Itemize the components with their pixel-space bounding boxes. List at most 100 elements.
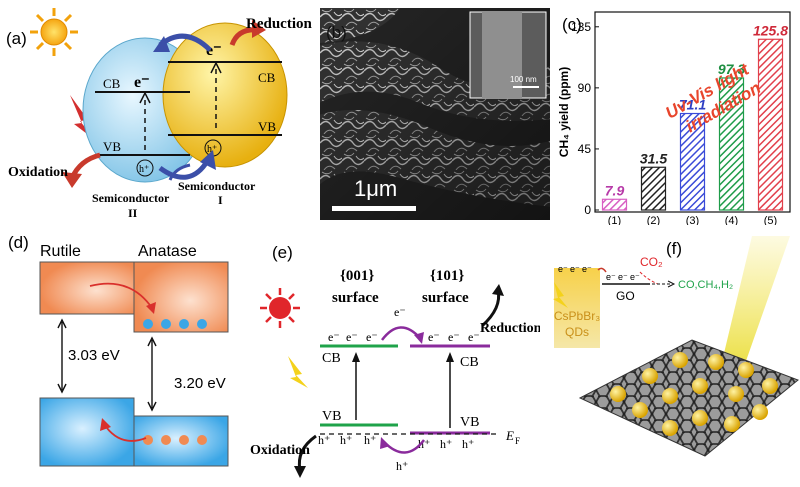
hole-2: h⁺ xyxy=(340,433,352,447)
products-label: CO,CH₄,H₂ xyxy=(678,279,733,291)
anatase-label: Anatase xyxy=(138,243,197,260)
panel-b-label: (b) xyxy=(326,23,347,42)
facet-101: {101} xyxy=(430,268,464,284)
semiconductor-ii-label: Semiconductor xyxy=(92,191,170,205)
rutile-vb xyxy=(39,397,135,467)
bar-value-label-3: 71.1 xyxy=(679,97,706,113)
facet-001: {001} xyxy=(340,268,374,284)
electron-transfer: e⁻ xyxy=(394,305,406,319)
semiconductor-i-pointer xyxy=(168,163,191,181)
reduction-label: Reduction xyxy=(480,321,540,336)
x-tick-label-4: (4) xyxy=(725,215,738,225)
anatase-gap-label: 3.20 eV xyxy=(174,375,226,392)
qd-electron-2: e⁻ xyxy=(570,264,580,274)
vb-001-label: VB xyxy=(322,409,341,424)
csPbBr3-qd-box xyxy=(554,268,600,348)
go-electron-2: e⁻ xyxy=(618,272,628,282)
panel-f: (f) CsPbBr₃ QDs e⁻ e⁻ e⁻ e⁻ e⁻ e⁻ GO CO₂… xyxy=(540,228,800,482)
surface-left: surface xyxy=(332,290,379,306)
cb-left: CB xyxy=(103,76,121,91)
co2-label: CO₂ xyxy=(640,255,663,269)
semiconductor-ii-number: II xyxy=(128,206,138,220)
hole-left: h⁺ xyxy=(139,164,149,175)
fermi-sub: F xyxy=(515,436,520,446)
vb-101-label: VB xyxy=(460,415,479,430)
electron-transfer-arrow xyxy=(381,326,421,341)
rutile-label: Rutile xyxy=(40,243,81,260)
light-beam xyxy=(720,236,790,378)
y-tick-label: 45 xyxy=(578,142,592,156)
electron-3: e⁻ xyxy=(366,330,378,344)
y-tick-label: 135 xyxy=(571,20,591,34)
anatase-electrons xyxy=(143,319,207,329)
qd-label-2: QDs xyxy=(565,325,589,339)
lightning-icon xyxy=(288,356,308,388)
y-tick-label: 90 xyxy=(578,81,592,95)
electron-2: e⁻ xyxy=(346,330,358,344)
bar-3 xyxy=(679,112,706,211)
qd-particles xyxy=(610,352,778,436)
oxidation-label: Oxidation xyxy=(8,165,68,180)
chart-frame xyxy=(594,11,791,213)
semiconductor-i-sphere xyxy=(162,22,288,168)
rutile-cb xyxy=(39,261,135,315)
panel-c-label: (c) xyxy=(562,15,582,34)
sem-image: 100 nm (b) 1μm xyxy=(320,8,550,220)
semiconductor-i-number: I xyxy=(218,193,223,207)
hole-6: h⁺ xyxy=(462,437,474,451)
panel-d: (d) Rutile Anatase 3.03 eV 3.20 eV xyxy=(0,228,250,482)
panel-e: (e) {001} surface {101} surface E F CB C… xyxy=(250,228,542,482)
surface-right: surface xyxy=(422,290,469,306)
panel-c: (c) CH₄ yield (ppm) 0 45 90 135 7.9 31.5 71.1… xyxy=(550,0,800,227)
lightning-icon xyxy=(70,95,95,140)
rutile-gap-label: 3.03 eV xyxy=(68,347,120,364)
co2-arrow xyxy=(639,271,659,285)
anatase-holes xyxy=(143,435,207,445)
fermi-label: E xyxy=(505,428,514,443)
bar-1 xyxy=(601,198,628,211)
x-tick-label-5: (5) xyxy=(764,215,777,225)
cb-101-label: CB xyxy=(460,355,479,370)
lightning-icon xyxy=(553,282,568,308)
y-tick-label: 0 xyxy=(584,203,591,217)
panel-a: (a) CB VB CB VB e⁻ e⁻ h⁺ h⁺ h⁺ Reduction xyxy=(0,0,320,225)
bar-5 xyxy=(757,38,784,211)
go-electron-1: e⁻ xyxy=(606,272,616,282)
x-tick-label-2: (2) xyxy=(647,215,660,225)
bar-value-label-1: 7.9 xyxy=(605,182,625,198)
sun-icon xyxy=(30,8,78,56)
bar-2 xyxy=(640,166,667,211)
panel-b: 100 nm (b) 1μm xyxy=(320,8,550,220)
panel-d-label: (d) xyxy=(8,233,29,252)
qd-electron-3: e⁻ xyxy=(582,264,592,274)
bar-value-label-2: 31.5 xyxy=(640,150,667,166)
electron-transfer-arrow xyxy=(89,282,153,309)
sun-icon xyxy=(260,288,300,328)
main-scale-label: 1μm xyxy=(354,176,397,201)
inset-scale-label: 100 nm xyxy=(510,75,537,84)
vb-left: VB xyxy=(103,139,121,154)
go-electron-3: e⁻ xyxy=(630,272,640,282)
panel-e-label: (e) xyxy=(272,243,293,262)
electron-4: e⁻ xyxy=(428,330,440,344)
electron-1: e⁻ xyxy=(328,330,340,344)
hole-transfer-arrow xyxy=(158,158,211,180)
panel-f-label: (f) xyxy=(666,239,682,258)
hole-5: h⁺ xyxy=(440,437,452,451)
bar-4 xyxy=(718,77,745,211)
vb-right: VB xyxy=(258,119,276,134)
hole-3: h⁺ xyxy=(364,433,376,447)
oxidation-label: Oxidation xyxy=(250,443,310,458)
qd-label: CsPbBr₃ xyxy=(554,309,600,323)
qd-electron-1: e⁻ xyxy=(558,264,568,274)
hole-1: h⁺ xyxy=(318,433,330,447)
x-tick-label-1: (1) xyxy=(608,215,621,225)
x-tick-label-3: (3) xyxy=(686,215,699,225)
cb-right: CB xyxy=(258,70,276,85)
y-axis-label: CH₄ yield (ppm) xyxy=(557,67,571,157)
electron-6: e⁻ xyxy=(468,330,480,344)
reduction-label: Reduction xyxy=(246,16,312,32)
semiconductor-i-label: Semiconductor xyxy=(178,179,256,193)
bar-value-label-4: 97.3 xyxy=(718,61,745,77)
electron-left: e⁻ xyxy=(134,74,150,91)
